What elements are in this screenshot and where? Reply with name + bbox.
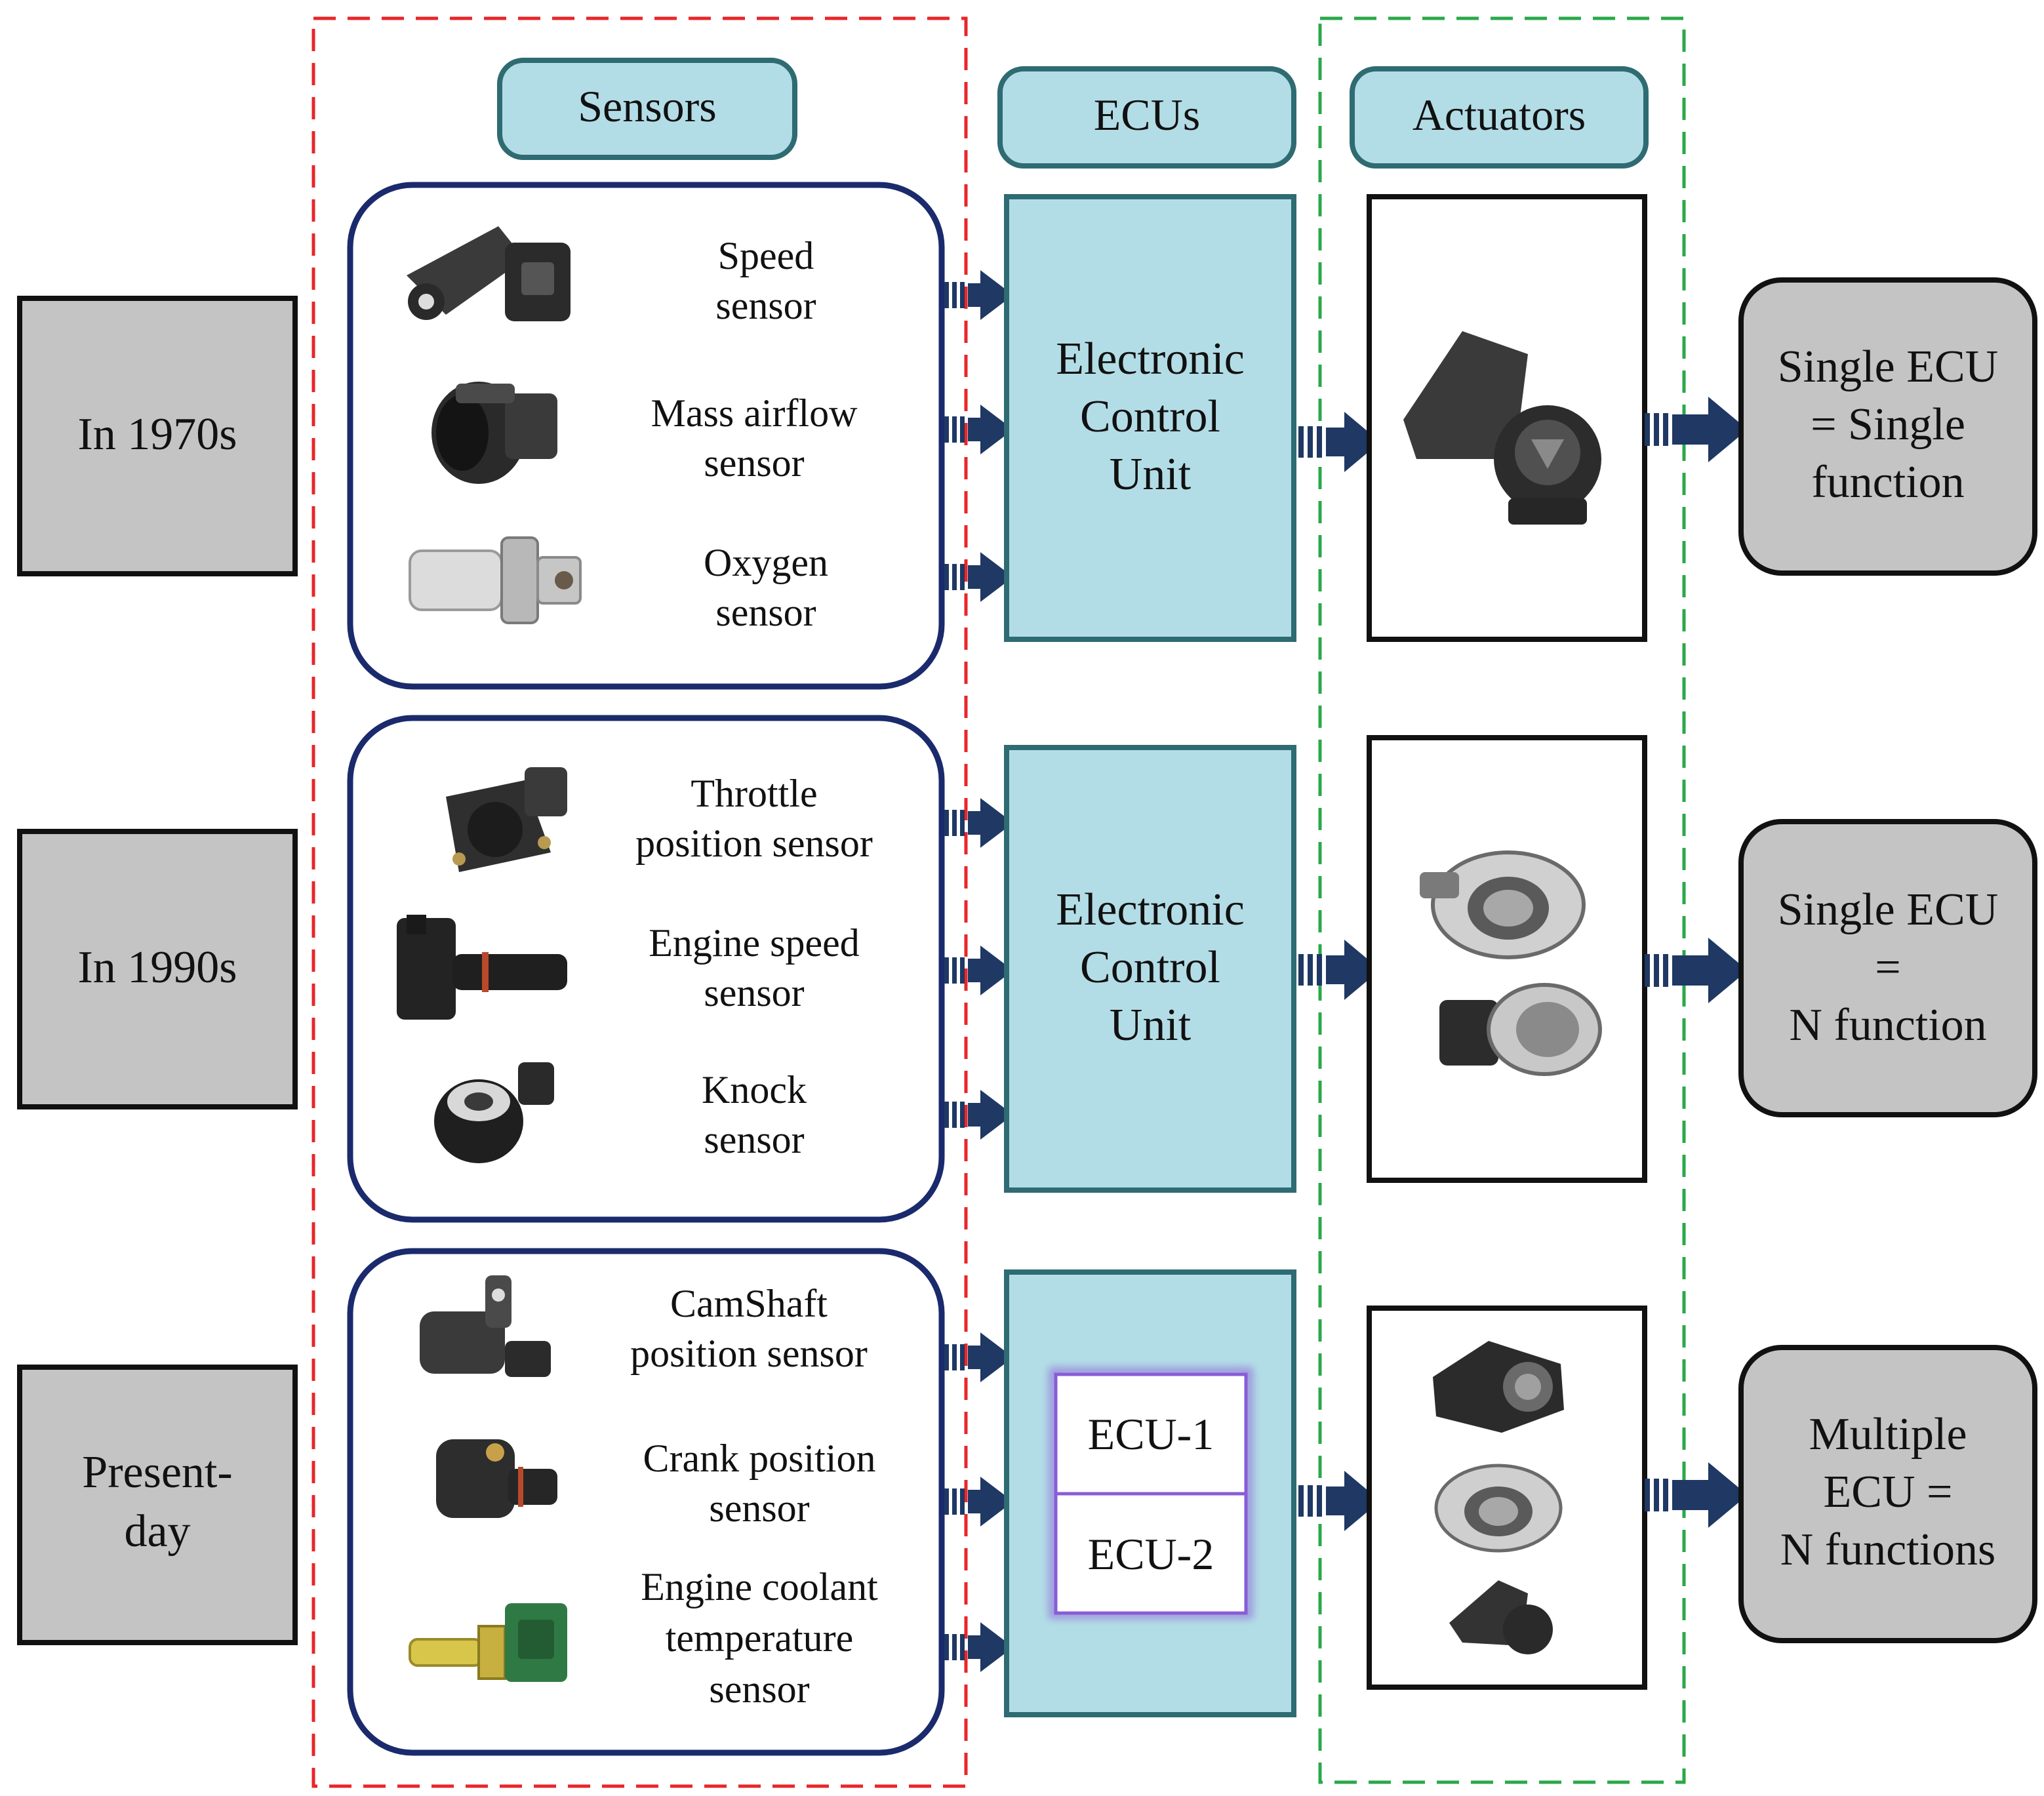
actuator-to-result-arrow [1645, 938, 1748, 1003]
ecu-label: Unit [1110, 449, 1192, 500]
result-label: Single ECU [1778, 885, 1998, 935]
row-present-day: Present- day CamShaft position sensor Cr… [17, 1248, 2037, 1756]
era-box [17, 296, 298, 576]
result-label: Single ECU [1778, 342, 1998, 392]
ecu-1-box: ECU-1 [1054, 1372, 1248, 1496]
ecu-1-label: ECU-1 [1088, 1409, 1214, 1459]
era-label: Present- [82, 1447, 232, 1498]
result-label: = Single [1811, 399, 1965, 450]
sensor-label: Mass airflow [651, 391, 858, 435]
throttle-position-sensor-icon [446, 767, 567, 872]
result-label: function [1811, 457, 1964, 508]
era-label: day [124, 1506, 190, 1557]
sensor-label: Knock [702, 1068, 807, 1111]
row-1970s: In 1970s Speed sensor Mass airflow senso… [17, 182, 2037, 690]
sensor-to-ecu-arrow [944, 1477, 1013, 1527]
result-label: = [1875, 942, 1900, 993]
sensor-to-ecu-arrow [944, 1090, 1013, 1140]
result-box [1738, 277, 2037, 576]
ecu-to-actuator-arrow [1298, 1471, 1380, 1531]
speed-sensor-icon [407, 226, 571, 321]
actuator-icon [1403, 331, 1601, 525]
sensor-label: Engine speed [649, 921, 860, 965]
knock-sensor-icon [434, 1062, 554, 1163]
ecu-box [1004, 745, 1296, 1193]
actuators-region [1318, 16, 1686, 1784]
sensor-label: position sensor [635, 822, 873, 865]
sensor-label: sensor [704, 971, 804, 1014]
sensor-label: CamShaft [670, 1282, 828, 1325]
ecu-label: Control [1080, 391, 1220, 442]
ecu-label: Electronic [1056, 334, 1245, 384]
actuator-icon [1420, 850, 1602, 1076]
sensor-label: sensor [715, 591, 816, 634]
row-1990s: In 1990s Throttle position sensor Engine… [17, 715, 2037, 1223]
sensor-label: position sensor [630, 1332, 868, 1375]
sensor-label: sensor [709, 1667, 809, 1711]
era-box [17, 1365, 298, 1645]
mass-airflow-sensor-icon [431, 382, 557, 484]
result-label: N function [1789, 1000, 1986, 1050]
actuator-icon [1433, 1341, 1564, 1654]
camshaft-position-sensor-icon [420, 1275, 551, 1377]
sensor-label: sensor [715, 284, 816, 327]
coolant-temperature-sensor-icon [409, 1603, 567, 1682]
ecu-2-label: ECU-2 [1088, 1529, 1214, 1579]
actuators-header-label: Actuators [1413, 90, 1586, 140]
sensor-label: Speed [718, 234, 814, 277]
sensors-header-label: Sensors [578, 81, 717, 131]
ecu-2-box: ECU-2 [1054, 1492, 1248, 1615]
ecu-label: Control [1080, 942, 1220, 993]
engine-speed-sensor-icon [397, 915, 567, 1020]
sensor-label: sensor [704, 441, 804, 485]
actuator-to-result-arrow [1645, 397, 1748, 462]
actuators-header: Actuators [1350, 66, 1649, 169]
crank-position-sensor-icon [436, 1439, 557, 1518]
sensors-header: Sensors [497, 58, 797, 160]
result-label: Multiple [1809, 1409, 1967, 1460]
sensor-to-ecu-arrow [944, 405, 1013, 454]
ecus-header: ECUs [997, 66, 1296, 169]
sensor-label: Crank position [643, 1437, 876, 1480]
actuator-to-result-arrow [1645, 1462, 1748, 1528]
ecu-box [1004, 194, 1296, 642]
result-label: ECU = [1824, 1467, 1953, 1517]
sensor-label: sensor [709, 1487, 809, 1530]
ecu-label: Electronic [1056, 885, 1245, 935]
sensor-to-ecu-arrow [944, 552, 1013, 602]
era-label: In 1990s [77, 942, 237, 993]
sensor-label: Engine coolant [641, 1565, 878, 1608]
sensor-label: temperature [666, 1616, 854, 1660]
ecus-header-label: ECUs [1094, 90, 1200, 140]
result-box [1738, 1345, 2037, 1643]
sensor-to-ecu-arrow [944, 1332, 1013, 1382]
sensor-label: sensor [704, 1118, 804, 1161]
sensor-to-ecu-arrow [944, 946, 1013, 995]
result-label: N functions [1780, 1525, 1996, 1575]
sensor-label: Oxygen [704, 541, 828, 584]
sensor-to-ecu-arrow [944, 1622, 1013, 1672]
era-box [17, 829, 298, 1109]
oxygen-sensor-icon [409, 536, 582, 624]
ecu-to-actuator-arrow [1298, 940, 1380, 1000]
result-box [1738, 819, 2037, 1117]
sensor-to-ecu-arrow [944, 798, 1013, 848]
sensors-region [311, 16, 968, 1788]
sensor-to-ecu-arrow [944, 270, 1013, 320]
sensor-label: Throttle [691, 772, 817, 815]
era-label: In 1970s [77, 409, 237, 460]
ecu-label: Unit [1110, 1000, 1192, 1050]
ecu-to-actuator-arrow [1298, 412, 1380, 472]
